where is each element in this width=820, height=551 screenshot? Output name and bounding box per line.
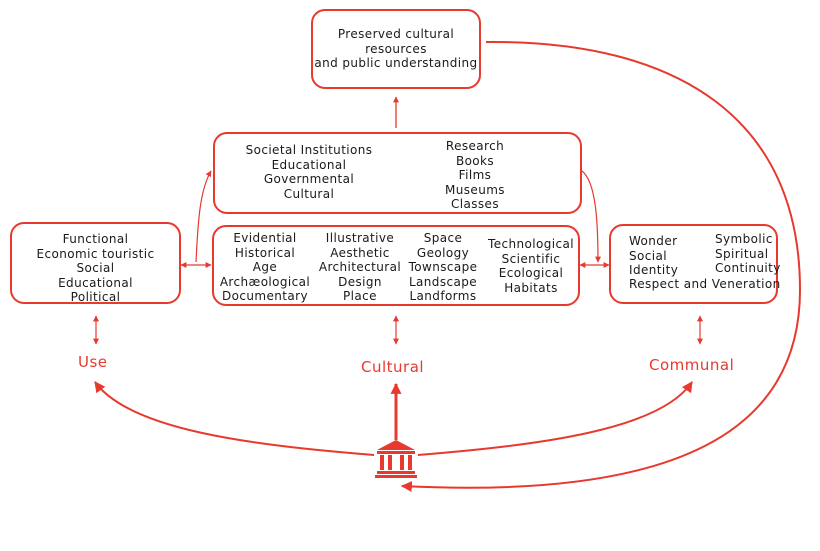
institutions-box: Societal Institutions Educational Govern…: [213, 132, 582, 214]
use-value-item: Economic touristic: [36, 246, 155, 261]
cultural-value-item: Habitats: [504, 280, 558, 295]
cultural-value-item: Design: [338, 274, 382, 289]
institutions-item: Cultural: [283, 186, 335, 201]
institutions-item: Research: [445, 139, 505, 153]
cultural-value-item: Scientific: [501, 251, 561, 266]
top-line-1: Preserved cultural: [337, 27, 455, 41]
arrow-top-loop-to-icon: [400, 40, 802, 492]
cultural-value-item: Ecological: [498, 266, 564, 280]
cultural-value-item: Architectural: [318, 260, 402, 274]
cultural-value-item: Landforms: [409, 289, 477, 303]
communal-bottom-row: Respect and Veneration: [629, 277, 781, 292]
use-label: Use: [78, 353, 108, 371]
use-value-item: Educational: [58, 275, 133, 290]
cultural-value-item: Documentary: [222, 289, 308, 303]
institutions-right-column: Research Books Films Museums Classes: [425, 139, 525, 212]
institutions-item: Classes: [450, 197, 499, 211]
institutions-item: Books: [455, 153, 495, 168]
cultural-value-item: Historical: [234, 245, 296, 260]
communal-value-item: Continuity: [715, 261, 781, 275]
cultural-value-item: Aesthetic: [330, 245, 390, 260]
cultural-value-item: Archæological: [219, 274, 311, 289]
use-values-text: Functional Economic touristic Social Edu…: [12, 232, 179, 305]
cultural-value-item: Space: [423, 231, 463, 245]
top-line-2: resources: [365, 41, 427, 56]
communal-column-1: Wonder Social Identity: [629, 234, 678, 278]
cultural-column-3: Space Geology Townscape Landscape Landfo…: [404, 231, 482, 304]
communal-value-item: Identity: [629, 263, 679, 277]
communal-value-item: Social: [629, 248, 667, 263]
communal-column-2: Symbolic Spiritual Continuity: [715, 232, 781, 276]
cultural-value-item: Illustrative: [325, 231, 395, 245]
cultural-column-4: Technological Scientific Ecological Habi…: [482, 237, 580, 295]
institutions-item: Societal Institutions: [245, 143, 373, 157]
communal-value-item: Wonder: [629, 234, 678, 248]
institutions-left-column: Societal Institutions Educational Govern…: [229, 143, 389, 201]
top-line-3: and public understanding: [314, 56, 478, 70]
cultural-value-item: Townscape: [408, 260, 478, 274]
preserved-resources-text: Preserved cultural resources and public …: [313, 27, 479, 71]
museum-building-icon: [375, 440, 417, 478]
communal-values-box: Wonder Social Identity Symbolic Spiritua…: [609, 224, 781, 304]
preserved-resources-box: Preserved cultural resources and public …: [311, 9, 481, 89]
arrow-middle-to-communal: [581, 170, 601, 263]
arrow-icon-to-use: [94, 381, 375, 456]
use-value-item: Political: [70, 290, 121, 304]
institutions-item: Films: [458, 168, 492, 182]
communal-value-item: Respect and Veneration: [629, 277, 781, 291]
institutions-item: Museums: [445, 182, 505, 197]
communal-value-item: Spiritual: [715, 246, 769, 261]
cultural-column-2: Illustrative Aesthetic Architectural Des…: [315, 231, 405, 304]
arrow-use-to-middle: [195, 170, 212, 263]
communal-value-item: Symbolic: [715, 232, 773, 246]
cultural-value-item: Place: [343, 289, 377, 303]
use-value-item: Social: [76, 261, 115, 275]
cultural-value-item: Geology: [416, 245, 470, 260]
cultural-values-box: Evidential Historical Age Archæological …: [212, 225, 580, 306]
use-value-item: Functional: [62, 232, 129, 246]
cultural-label: Cultural: [361, 358, 425, 376]
cultural-column-1: Evidential Historical Age Archæological …: [216, 231, 314, 304]
cultural-value-item: Age: [252, 260, 278, 274]
communal-label: Communal: [649, 356, 735, 374]
cultural-value-item: Evidential: [233, 231, 297, 245]
arrow-icon-to-communal: [417, 381, 693, 456]
institutions-item: Educational: [271, 157, 347, 172]
cultural-value-item: Technological: [488, 237, 574, 251]
cultural-value-item: Landscape: [408, 274, 478, 289]
institutions-item: Governmental: [263, 172, 355, 186]
use-values-box: Functional Economic touristic Social Edu…: [10, 222, 181, 304]
